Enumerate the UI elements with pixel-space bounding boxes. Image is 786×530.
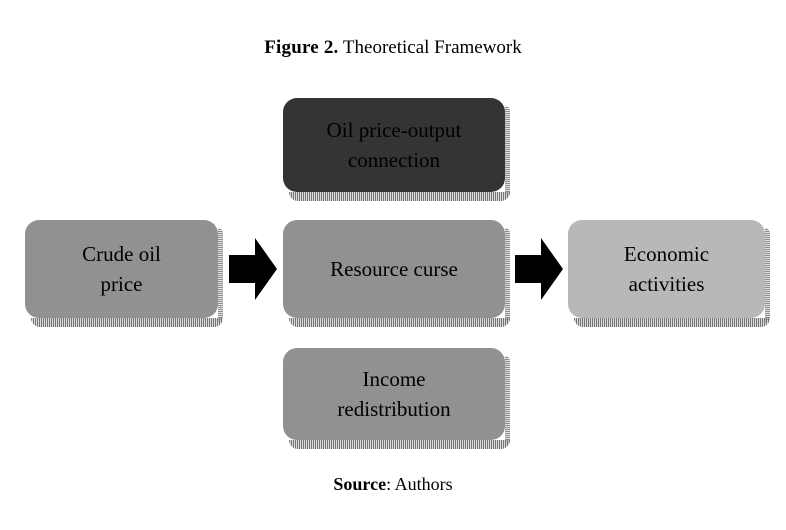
figure-caption-label: Figure 2. bbox=[264, 37, 339, 58]
figure-caption: Figure 2. Theoretical Framework bbox=[0, 36, 786, 60]
arrow-right-icon bbox=[515, 238, 563, 300]
node-label: Crude oil price bbox=[82, 242, 161, 296]
node-crude-oil-price[interactable]: Crude oil price bbox=[25, 220, 223, 327]
node-oil-price-output-connection[interactable]: Oil price-output connection bbox=[283, 98, 510, 201]
source-value: : Authors bbox=[386, 474, 453, 494]
node-economic-activities[interactable]: Economic activities bbox=[568, 220, 770, 327]
figure-caption-text: Theoretical Framework bbox=[338, 37, 522, 58]
node-label: Income redistribution bbox=[337, 367, 451, 421]
arrow-right-icon bbox=[229, 238, 277, 300]
node-income-redistribution[interactable]: Income redistribution bbox=[283, 348, 510, 449]
node-label: Economic activities bbox=[623, 242, 710, 296]
source-line: Source: Authors bbox=[0, 472, 786, 496]
node-label: Oil price-output connection bbox=[326, 118, 462, 172]
node-resource-curse[interactable]: Resource curse bbox=[283, 220, 510, 327]
node-label: Resource curse bbox=[330, 257, 458, 281]
source-label: Source bbox=[333, 474, 387, 494]
